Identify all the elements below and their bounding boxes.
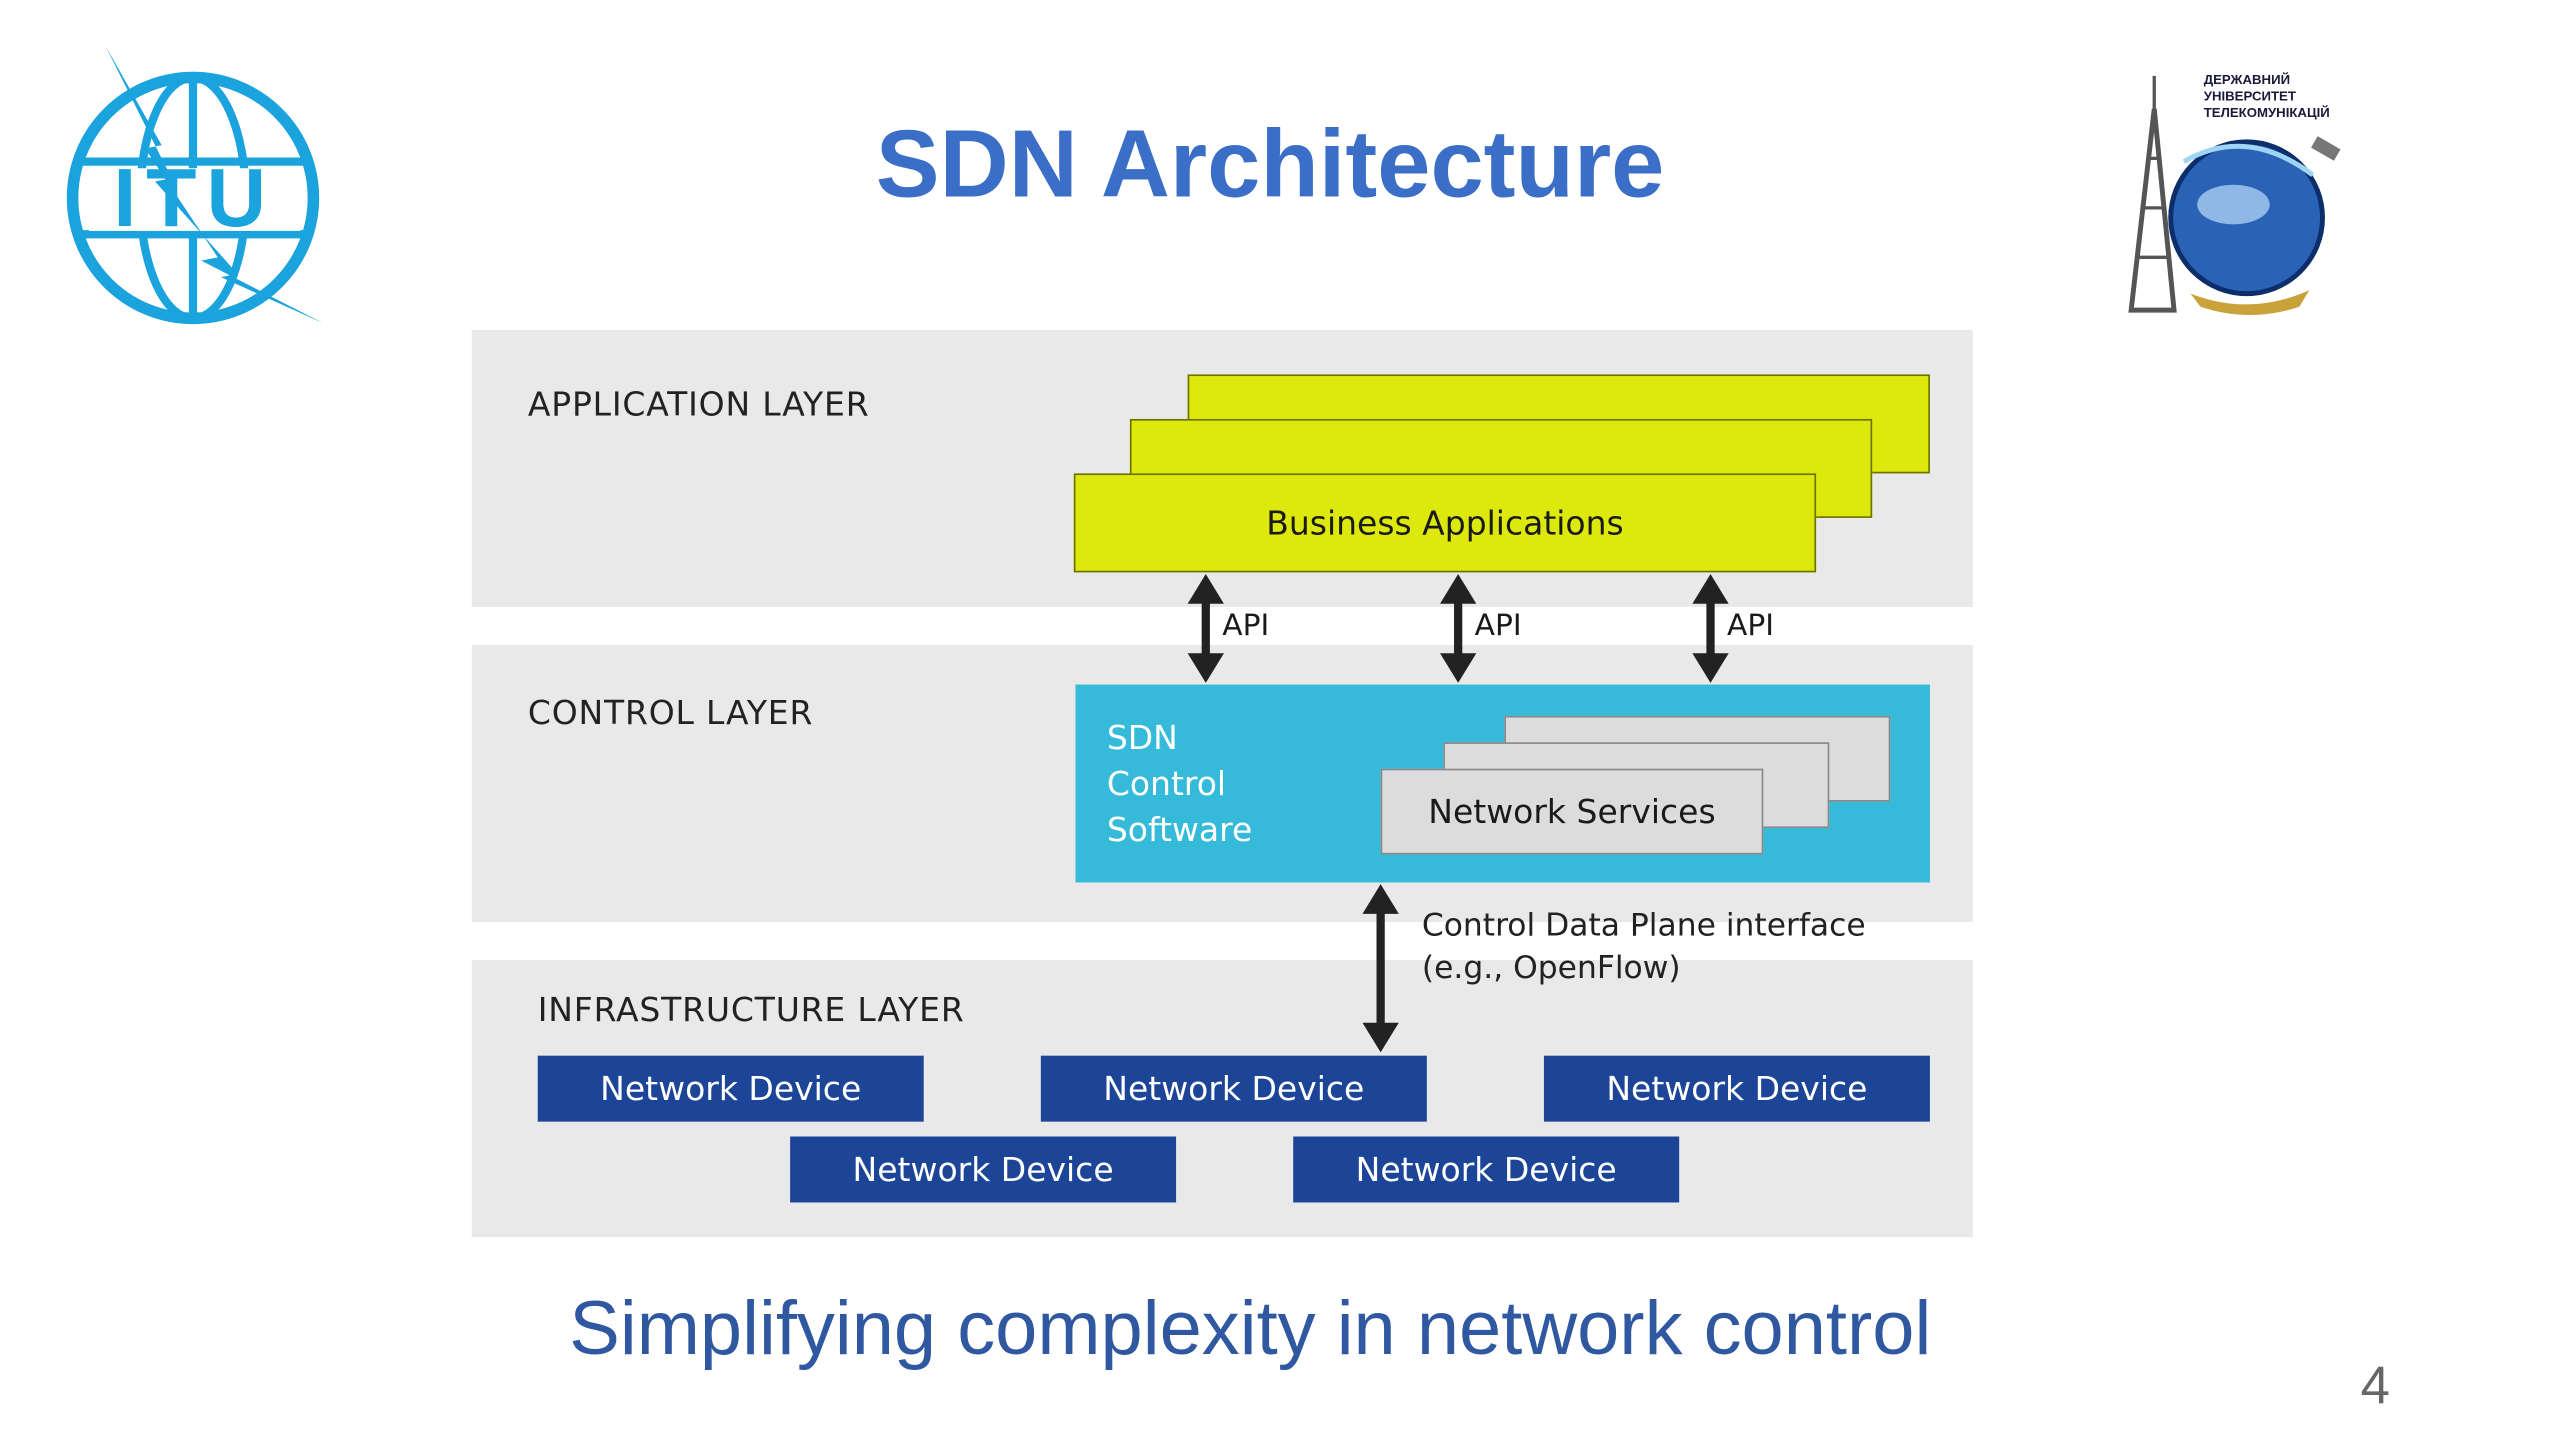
university-logo: ДЕРЖАВНИЙ УНІВЕРСИТЕТ ТЕЛЕКОМУНІКАЦІЙ [2118, 59, 2362, 316]
api-label-3: API [1727, 608, 1775, 644]
network-services: Network Services [1380, 768, 1764, 855]
itu-globe-icon [66, 46, 324, 325]
api-arrow-1 [1187, 574, 1224, 683]
cdp-label-line-2: (e.g., OpenFlow) [1421, 950, 1681, 987]
slide-subtitle: Simplifying complexity in network contro… [569, 1284, 1932, 1371]
university-name-line-1: ДЕРЖАВНИЙ [2203, 72, 2291, 88]
network-device-4: Network Device [790, 1136, 1177, 1203]
api-arrow-3 [1692, 574, 1729, 683]
university-name-line-3: ТЕЛЕКОМУНІКАЦІЙ [2203, 105, 2330, 121]
control-data-plane-arrow [1362, 884, 1399, 1053]
network-device-1: Network Device [537, 1055, 924, 1122]
page-title: SDN Architecture [875, 110, 1665, 218]
network-device-5: Network Device [1293, 1136, 1680, 1203]
api-arrow-2 [1440, 574, 1477, 683]
control-data-plane-interface-label: Control Data Plane interface (e.g., Open… [1422, 904, 1866, 990]
university-name: ДЕРЖАВНИЙ УНІВЕРСИТЕТ ТЕЛЕКОМУНІКАЦІЙ [2204, 73, 2369, 122]
sdn-label-line-2: Control [1106, 763, 1227, 804]
business-applications: Business Applications [1073, 473, 1817, 573]
itu-logo: ITU [59, 46, 326, 326]
application-layer-label: APPLICATION LAYER [527, 384, 870, 424]
sdn-control-software-label: SDN Control Software [1107, 714, 1252, 853]
sdn-label-line-3: Software [1106, 809, 1253, 850]
infrastructure-layer-label: INFRASTRUCTURE LAYER [537, 989, 965, 1030]
itu-logo-text: ITU [113, 151, 276, 245]
university-name-line-2: УНІВЕРСИТЕТ [2203, 89, 2296, 104]
control-layer-label: CONTROL LAYER [527, 692, 814, 733]
network-device-2: Network Device [1040, 1055, 1427, 1122]
api-label-2: API [1474, 608, 1522, 644]
network-device-3: Network Device [1543, 1055, 1930, 1122]
page-number: 4 [2360, 1355, 2390, 1416]
cdp-label-line-1: Control Data Plane interface [1421, 907, 1866, 944]
university-globe-icon [2128, 75, 2341, 316]
api-label-1: API [1222, 608, 1270, 644]
sdn-label-line-1: SDN [1106, 717, 1178, 758]
